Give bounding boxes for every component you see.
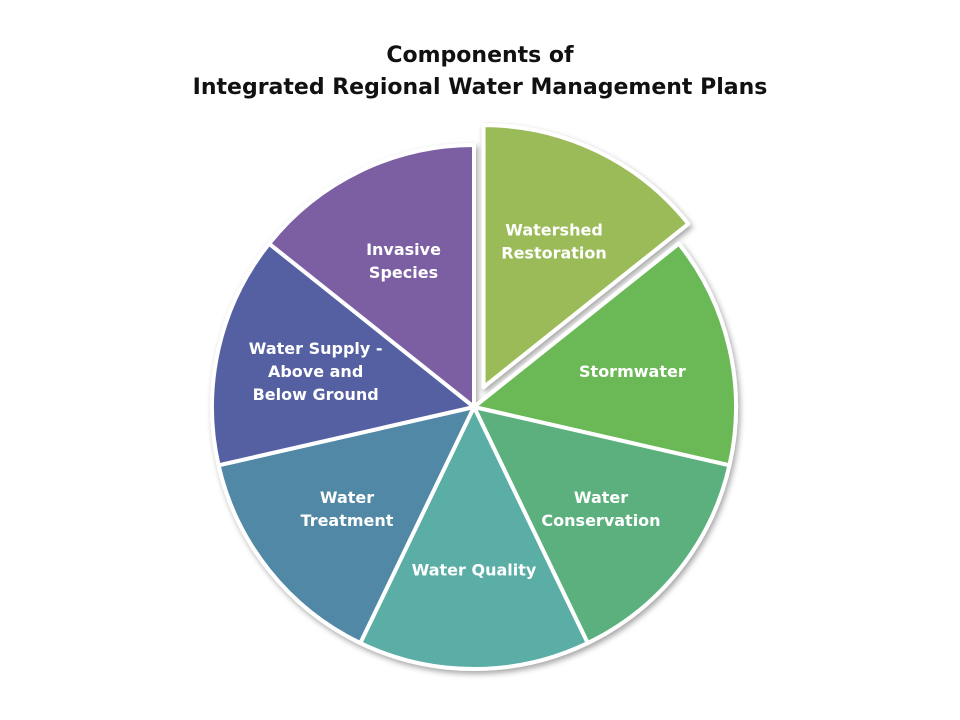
title-line-2: Integrated Regional Water Management Pla… [192, 75, 768, 100]
segment-label-line: Watershed [505, 220, 602, 239]
segment-water-supply-above-and-below-ground [210, 241, 476, 468]
segment-stormwater [472, 241, 738, 468]
segment-water-treatment [216, 405, 476, 646]
segment-label-line: Treatment [301, 511, 394, 530]
segment-label-line: Invasive [366, 240, 441, 259]
segment-label-line: Above and [268, 362, 363, 381]
segment-label-line: Water [320, 488, 374, 507]
segment-label-line: Below Ground [253, 385, 379, 404]
segment-watershed-restoration [481, 123, 691, 390]
segment-label-line: Water Quality [412, 560, 537, 579]
title-line-1: Components of [386, 43, 574, 68]
segment-label-line: Conservation [541, 511, 660, 530]
diagram-title: Components of Integrated Regional Water … [0, 40, 960, 104]
segment-label-line: Water [574, 488, 628, 507]
segment-label-line: Species [369, 263, 438, 282]
segment-water-quality [358, 405, 590, 671]
segment-label-line: Water Supply - [249, 339, 383, 358]
segment-label-stormwater: Stormwater [579, 362, 686, 381]
segment-label-water-quality: Water Quality [412, 560, 537, 579]
segment-label-line: Stormwater [579, 362, 686, 381]
segment-label-line: Restoration [501, 243, 607, 262]
segment-invasive-species [267, 143, 476, 409]
segment-water-conservation [472, 405, 732, 646]
